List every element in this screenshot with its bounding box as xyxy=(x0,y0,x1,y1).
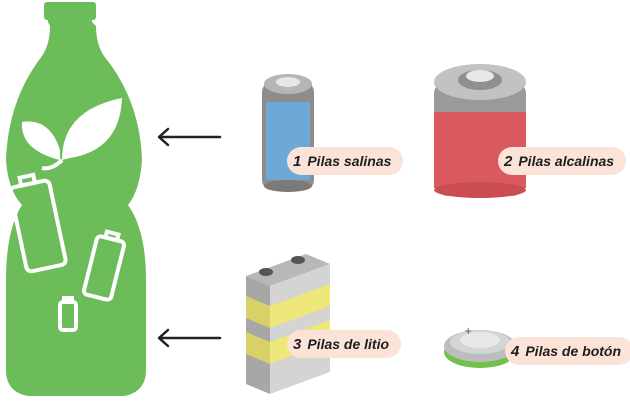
label-button: 4 Pilas de botón xyxy=(505,337,630,365)
arrow-left-icon xyxy=(157,328,222,348)
lithium-battery-image xyxy=(246,254,330,394)
svg-text:+: + xyxy=(464,326,472,337)
recycling-bottle-icon xyxy=(6,2,146,396)
battery-outline-icon xyxy=(8,172,126,332)
label-text: Pilas salinas xyxy=(307,153,392,169)
arrow-left-icon xyxy=(157,127,222,147)
label-alkaline: 2 Pilas alcalinas xyxy=(498,147,627,175)
label-lithium: 3 Pilas de litio xyxy=(287,330,402,358)
label-number: 1 xyxy=(293,152,302,170)
button-battery-image: + xyxy=(444,326,516,368)
label-text: Pilas de botón xyxy=(525,343,622,359)
leaf-icon xyxy=(21,98,122,171)
label-saline: 1 Pilas salinas xyxy=(287,147,404,175)
label-number: 3 xyxy=(293,335,302,353)
label-number: 4 xyxy=(511,342,520,360)
label-text: Pilas alcalinas xyxy=(518,153,615,169)
label-text: Pilas de litio xyxy=(307,336,390,352)
alkaline-battery-image xyxy=(434,64,526,198)
label-number: 2 xyxy=(504,152,513,170)
